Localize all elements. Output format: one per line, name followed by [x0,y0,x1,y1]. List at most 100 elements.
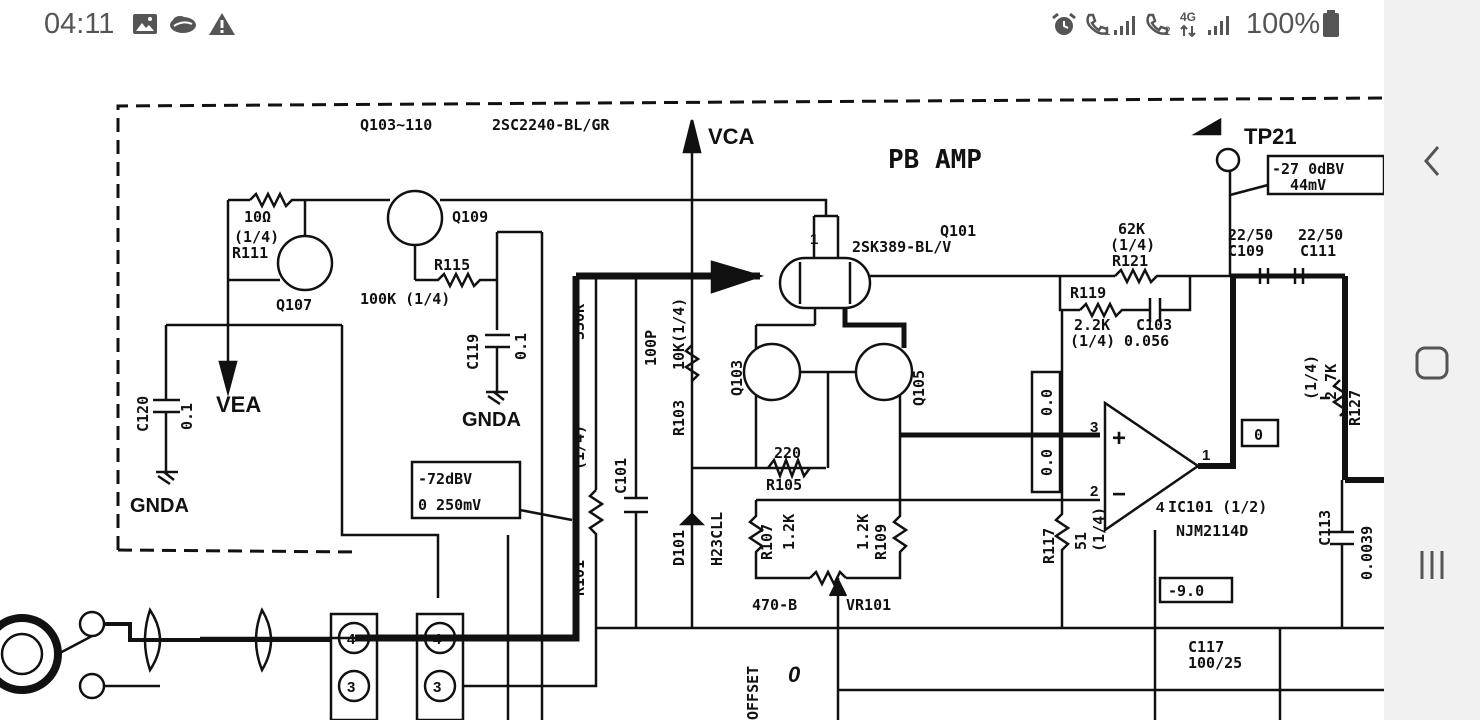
input-level-2: 0 250mV [418,496,481,514]
gnda-label-1: GNDA [462,409,521,431]
c109-label: C109 [1228,242,1264,260]
r115-value: 100K (1/4) [360,290,450,308]
r127-watt: (1/4) [1302,355,1320,400]
c120-value: 0.1 [178,403,196,430]
back-button[interactable] [1384,126,1480,196]
c119-label: C119 [464,334,482,370]
pb-amp-title: PB AMP [888,145,982,175]
r109-label: R109 [872,524,890,560]
r111-value: 10Ω [244,208,271,226]
r121-watt: (1/4) [1110,236,1155,254]
vea-label: VEA [216,392,261,417]
c120-label: C120 [134,396,152,432]
r105-value: 220 [774,444,801,462]
q107-label: Q107 [276,296,312,314]
battery-percent: 100% [1246,8,1321,40]
connector-a-pin-3: 3 [347,679,355,696]
vca-label: VCA [708,124,755,149]
ic-part: NJM2114D [1176,522,1248,540]
connector-b-pin-3: 3 [433,679,441,696]
c119-value: 0.1 [512,333,530,360]
r121-value: 62K [1118,220,1145,238]
c111-label: C111 [1300,242,1336,260]
status-bar: 04:11 1 2 4G 100% [0,0,1384,50]
r107-value: 1.2K [780,514,798,550]
q101-part: 2SK389-BL/V [852,238,951,256]
navigation-bar [1384,0,1480,720]
call-sim2-icon [1146,13,1169,35]
r119-label: R119 [1070,284,1106,302]
cloud-icon [170,16,196,33]
offset-marker: 0 [788,662,801,687]
c117-value: 100/25 [1188,654,1242,672]
signal-sim2-icon [1208,16,1229,35]
ic-pin-4: 4 [1156,499,1165,516]
gnda-label-2: GNDA [130,495,189,517]
voltage-box-4: -9.0 [1168,582,1204,600]
voltage-box-3: 0 [1254,426,1263,444]
header-part-label: 2SC2240-BL/GR [492,116,610,134]
ic-pin-minus: − [1112,481,1126,508]
network-4g-icon: 4G [1180,10,1197,24]
header-transistors-label: Q103~110 [360,116,432,134]
battery-icon [1323,10,1339,37]
chevron-left-icon [1424,146,1440,176]
offset-label: OFFSET [744,666,762,720]
r103-value: 10K(1/4) [670,298,688,370]
r101-label: R101 [570,560,588,596]
ic-pin-1: 1 [1202,447,1210,464]
r127-label: R127 [1346,390,1364,426]
tp21-level-2: 44mV [1290,176,1326,194]
r117-watt: (1/4) [1090,507,1108,552]
c111-value: 22/50 [1298,226,1343,244]
r121-label: R121 [1112,252,1148,270]
c103-value: 0.056 [1124,332,1169,350]
c109-value: 22/50 [1228,226,1273,244]
sim2-label: 2 [1164,24,1171,38]
fet-pin-label: 1 [810,231,818,248]
recent-apps-button[interactable] [1384,530,1480,600]
c101-label: C101 [612,458,630,494]
r119-watt: (1/4) [1070,332,1115,350]
tp21-level-1: -27 0dBV [1272,160,1344,178]
r103-label: R103 [670,400,688,436]
schematic-image: Q103~110 2SC2240-BL/GR PB AMP VCA VEA GN… [0,50,1384,720]
input-level-1: -72dBV [418,470,472,488]
c117-label: C117 [1188,638,1224,656]
connector-b-pin-4: 4 [433,631,442,648]
d101-label: D101 [670,530,688,566]
vr101-value: 470-B [752,596,797,614]
alarm-icon [1052,12,1076,35]
image-icon [133,14,157,34]
connector-a-pin-4: 4 [347,631,356,648]
d101-part: H23CLL [708,512,726,566]
q109-label: Q109 [452,208,488,226]
voltage-box-2: 0.0 [1038,449,1056,476]
ic-pin-2: 2 [1090,483,1098,500]
r117-label: R117 [1040,528,1058,564]
network-arrows-icon [1180,24,1196,38]
r105-label: R105 [766,476,802,494]
r111-watt: (1/4) [234,228,279,246]
home-button[interactable] [1384,328,1480,398]
r115-label: R115 [434,256,470,274]
vr101-label: VR101 [846,596,891,614]
ic-name: IC101 (1/2) [1168,498,1267,516]
clock: 04:11 [44,8,115,40]
recent-apps-icon [1420,551,1444,579]
signal-sim1-icon [1114,16,1135,35]
c113-label: C113 [1316,510,1334,546]
q105-label: Q105 [910,370,928,406]
c100-value: 100P [642,330,660,366]
ic-pin-plus: + [1112,425,1126,452]
call-sim1-icon [1086,13,1109,35]
pb-amp-schematic: Q103~110 2SC2240-BL/GR PB AMP VCA VEA GN… [0,96,1384,720]
r111-label: R111 [232,244,268,262]
r127-value: 2.7K [1322,364,1340,400]
r119-value: 2.2K [1074,316,1110,334]
voltage-box-1: 0.0 [1038,389,1056,416]
c103-label: C103 [1136,316,1172,334]
tp21-label: TP21 [1244,124,1297,149]
r101-value: 330K [570,304,588,340]
r117-value: 51 [1072,532,1090,550]
